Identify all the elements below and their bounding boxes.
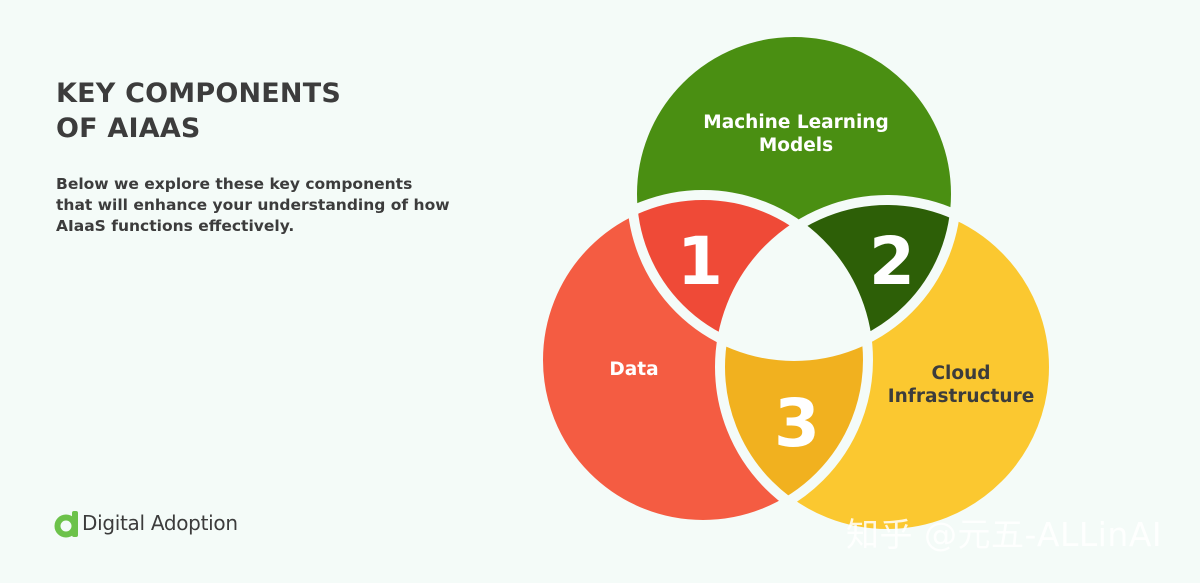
digital-adoption-logo: Digital Adoption [54, 503, 238, 543]
cloud-label-line-2: Infrastructure [888, 386, 1035, 407]
description-line-1: Below we explore these key components [56, 175, 413, 193]
machine-learning-label-line-1: Machine Learning [703, 112, 888, 133]
description: Below we explore these key components th… [56, 174, 456, 237]
overlap-number-1: 1 [677, 223, 723, 300]
machine-learning-label-line-2: Models [759, 135, 833, 156]
cloud-label-line-1: Cloud [931, 363, 990, 384]
description-line-2: that will enhance your understanding of … [56, 196, 450, 214]
title-line-2: OF AIAAS [56, 113, 201, 144]
center-overlap-region [720, 200, 868, 356]
data-label: Data [609, 359, 658, 380]
overlap-number-2: 2 [869, 223, 915, 300]
page-title: KEY COMPONENTS OF AIAAS [56, 76, 341, 146]
watermark: 知乎 @元五-ALLinAI [846, 515, 1163, 554]
description-line-3: AIaaS functions effectively. [56, 217, 295, 235]
logo-text: Digital Adoption [82, 511, 238, 535]
circle-outlines [533, 27, 1059, 539]
title-line-1: KEY COMPONENTS [56, 78, 341, 109]
overlap-number-3: 3 [774, 385, 820, 462]
digital-adoption-logo-icon [54, 511, 78, 538]
